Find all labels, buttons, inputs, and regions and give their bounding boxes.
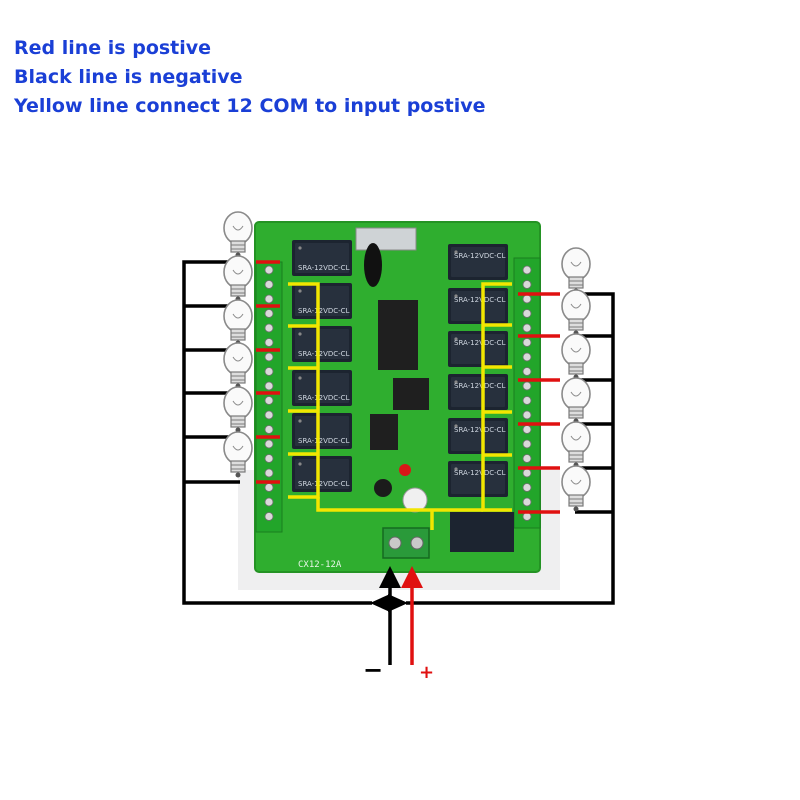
terminal-screw xyxy=(522,483,532,492)
terminal-screw xyxy=(264,338,274,347)
relay-label: SRA-12VDC-CL xyxy=(454,426,506,434)
relay-label: SRA-12VDC-CL xyxy=(298,307,350,315)
com-wiring xyxy=(288,282,512,530)
relay-label: SRA-12VDC-CL xyxy=(298,480,350,488)
board-model-label: CX12-12A xyxy=(298,560,342,570)
light-bulb-icon xyxy=(561,421,591,469)
positive-wiring xyxy=(256,260,560,665)
terminal-screw xyxy=(264,381,274,391)
relay-label: SRA-12VDC-CL xyxy=(454,296,506,304)
terminal-screw xyxy=(522,352,532,362)
relay-icon xyxy=(448,374,508,410)
terminal-screw xyxy=(522,367,532,376)
relay-icon xyxy=(448,331,508,367)
terminal-screw xyxy=(522,294,532,304)
terminal-screw xyxy=(264,367,274,376)
terminal-screw xyxy=(264,265,274,275)
junction-right-arrow xyxy=(388,594,408,612)
power-terminal-screw-neg xyxy=(388,536,402,550)
terminal-screw xyxy=(264,439,274,449)
light-bulb-icon xyxy=(223,211,253,259)
relay-label: SRA-12VDC-CL xyxy=(298,350,350,358)
terminal-screw xyxy=(522,497,532,507)
indicator-led xyxy=(399,464,411,476)
light-bulb-icon xyxy=(223,255,253,303)
light-bulb-icon xyxy=(561,333,591,381)
relay-icon xyxy=(448,288,508,324)
antenna-coil xyxy=(364,243,382,287)
terminal-screw xyxy=(522,265,532,275)
legend-positive-line: Red line is postive xyxy=(14,37,212,59)
legend: Red line is postive Black line is negati… xyxy=(14,34,574,121)
ic-chip-mid xyxy=(393,378,429,410)
relay-label: SRA-12VDC-CL xyxy=(454,382,506,390)
relay-label: SRA-12VDC-CL xyxy=(454,252,506,260)
light-bulb-icon xyxy=(561,465,591,513)
ic-chip-small xyxy=(370,414,398,450)
relay-label: SRA-12VDC-CL xyxy=(298,394,350,402)
terminal-screw xyxy=(522,381,532,391)
terminal-screw xyxy=(264,425,274,434)
terminal-screw xyxy=(522,396,532,405)
ic-chip-large xyxy=(378,300,418,370)
negative-arrow-up xyxy=(379,566,401,588)
capacitor-top xyxy=(374,479,392,497)
terminal-screw xyxy=(264,468,274,478)
relay-label: SRA-12VDC-CL xyxy=(454,339,506,347)
relay-icon xyxy=(448,461,508,497)
terminal-screw xyxy=(264,483,274,492)
light-bulb-icon xyxy=(561,289,591,337)
negative-sign: − xyxy=(363,656,383,684)
relay-label: SRA-12VDC-CL xyxy=(298,264,350,272)
terminal-screw xyxy=(522,323,532,333)
terminal-screw xyxy=(264,309,274,318)
legend-com-line: Yellow line connect 12 COM to input post… xyxy=(14,95,486,117)
light-bulb-icon xyxy=(561,377,591,425)
terminal-screw xyxy=(264,323,274,333)
terminal-screw xyxy=(264,454,274,463)
terminal-screw xyxy=(264,280,274,289)
light-bulb-icon xyxy=(561,247,591,295)
terminal-screw xyxy=(522,309,532,318)
terminal-screw xyxy=(522,439,532,449)
legend-negative-line: Black line is negative xyxy=(14,66,243,88)
light-bulb-icon xyxy=(223,386,253,434)
terminal-screw xyxy=(264,396,274,405)
terminal-screw xyxy=(522,468,532,478)
terminal-screw xyxy=(522,410,532,420)
light-bulb-icon xyxy=(223,299,253,347)
capacitor-white xyxy=(402,487,428,513)
power-terminal-screw-pos xyxy=(410,536,424,550)
terminal-screw xyxy=(522,338,532,347)
relay-label: SRA-12VDC-CL xyxy=(298,437,350,445)
relay-icon xyxy=(448,418,508,454)
terminal-screw xyxy=(264,294,274,304)
positive-arrow-up xyxy=(401,566,423,588)
terminal-screw xyxy=(522,425,532,434)
relay-large xyxy=(450,512,514,552)
terminal-screw xyxy=(264,410,274,420)
junction-left-arrow xyxy=(370,594,390,612)
receiver-module xyxy=(355,227,417,251)
terminal-screw xyxy=(264,497,274,507)
light-bulb-icon xyxy=(223,342,253,390)
terminal-screw xyxy=(264,352,274,362)
relay-label: SRA-12VDC-CL xyxy=(454,469,506,477)
terminal-screw xyxy=(522,280,532,289)
terminal-screw xyxy=(522,454,532,463)
positive-sign: + xyxy=(419,662,434,683)
relay-icon xyxy=(448,244,508,280)
terminal-screw xyxy=(264,512,274,521)
